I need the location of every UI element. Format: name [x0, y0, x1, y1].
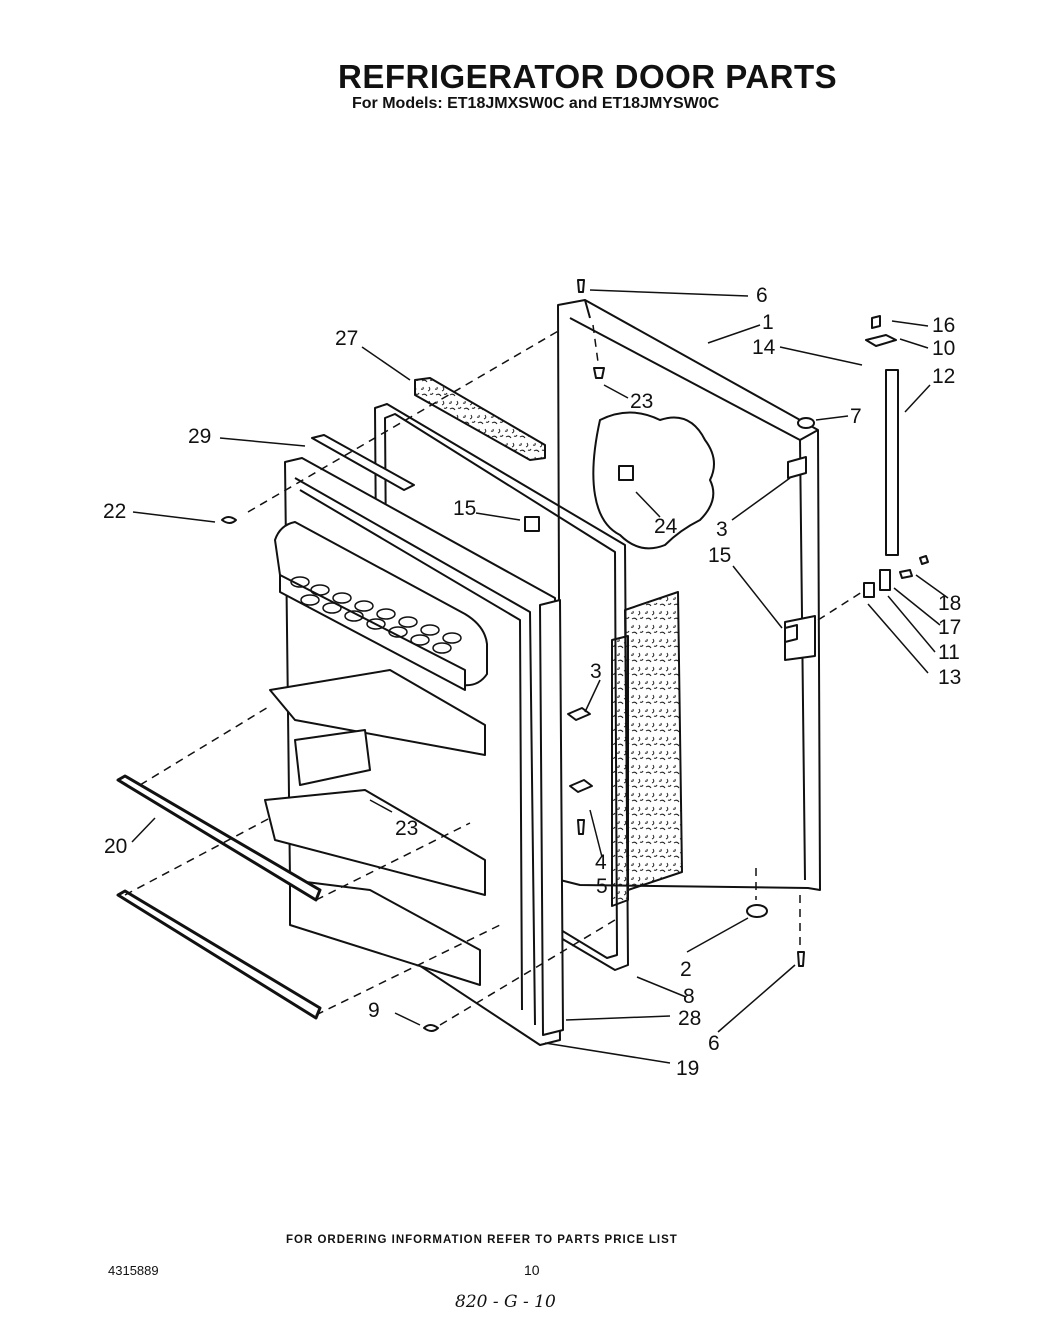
callout-19: 19 — [676, 1057, 699, 1080]
egg-tray — [290, 576, 462, 654]
hinge-bracket-3 — [567, 707, 591, 721]
callout-5: 5 — [596, 875, 608, 898]
door-stop-15 — [524, 516, 540, 532]
screw-top — [577, 279, 585, 293]
page-number: 10 — [524, 1262, 540, 1278]
door-seal-strip — [539, 599, 564, 1036]
callout-3-center: 3 — [590, 660, 602, 683]
callout-15-left: 15 — [453, 497, 476, 520]
callout-10: 10 — [932, 337, 955, 360]
callout-17: 17 — [938, 616, 961, 639]
callout-6-bottom: 6 — [708, 1032, 720, 1055]
hinge-pin-rod — [885, 369, 899, 556]
callout-2: 2 — [680, 958, 692, 981]
callout-9: 9 — [368, 999, 380, 1022]
hinge-top-bracket — [865, 334, 897, 347]
callout-1: 1 — [762, 311, 774, 334]
callout-8: 8 — [683, 985, 695, 1008]
shelf-bar-lower — [116, 889, 322, 1020]
callout-18: 18 — [938, 592, 961, 615]
callout-15-right: 15 — [708, 544, 731, 567]
callout-4: 4 — [595, 851, 607, 874]
plug-21 — [593, 367, 605, 379]
callout-12: 12 — [932, 365, 955, 388]
hinge-block — [879, 569, 891, 591]
insulation-panel-side — [624, 591, 683, 891]
plug-22 — [221, 516, 237, 524]
plug-9 — [423, 1024, 439, 1032]
callout-13: 13 — [938, 666, 961, 689]
model-subtitle: For Models: ET18JMXSW0C and ET18JMYSW0C — [352, 95, 720, 112]
insulation-panel-top — [414, 377, 546, 461]
handwritten-code: 820 - G - 10 — [455, 1292, 556, 1312]
callout-3-right: 3 — [716, 518, 728, 541]
shelf-bar-upper — [116, 774, 322, 902]
door-outer-panel — [557, 299, 821, 891]
callout-29: 29 — [188, 425, 211, 448]
callout-28: 28 — [678, 1007, 701, 1030]
callout-14: 14 — [752, 336, 776, 359]
callout-20: 20 — [104, 835, 127, 858]
callout-7: 7 — [850, 405, 862, 428]
ordering-note: FOR ORDERING INFORMATION REFER TO PARTS … — [286, 1234, 678, 1246]
callout-27: 27 — [335, 327, 358, 350]
callout-6-top: 6 — [756, 284, 768, 307]
callout-22: 22 — [103, 500, 126, 523]
callout-24: 24 — [654, 515, 678, 538]
screw-bottom — [797, 951, 805, 967]
hinge-bracket-4 — [569, 779, 593, 793]
callout-21: 23 — [630, 390, 653, 413]
document-number: 4315889 — [108, 1263, 159, 1278]
callout-11: 11 — [938, 641, 960, 664]
door-insulation-patch — [592, 411, 715, 550]
cam-2 — [746, 904, 768, 918]
callout-16: 16 — [932, 314, 955, 337]
diagram-title: REFRIGERATOR DOOR PARTS — [338, 58, 838, 95]
callout-23: 23 — [395, 817, 418, 840]
liner-shelves — [264, 521, 488, 986]
